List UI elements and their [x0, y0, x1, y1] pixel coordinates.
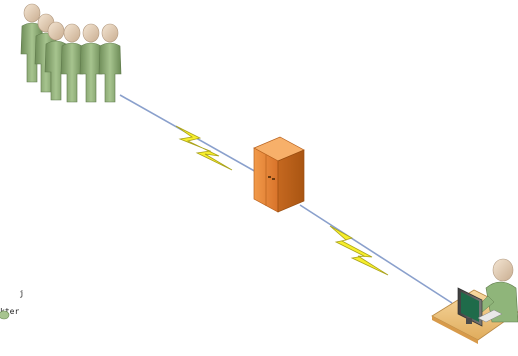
- edge-label-line2: kter: [0, 307, 20, 316]
- person-figure: [60, 23, 84, 103]
- user-at-computer-icon: [431, 258, 518, 344]
- edge-label: j kter: [0, 280, 24, 334]
- person-figure: [79, 23, 103, 103]
- edge-label-line1: j: [19, 289, 25, 298]
- lightning-bolt-icon: [175, 125, 233, 171]
- person-figure: [98, 23, 122, 103]
- link-group-to-server: [119, 94, 259, 174]
- lightning-bolt-icon: [329, 225, 389, 276]
- link-server-to-workstation: [299, 204, 453, 304]
- people-group-icon: [20, 3, 122, 103]
- server-cabinet-icon: [253, 136, 305, 213]
- small-node-icon: [0, 310, 10, 320]
- cable-line: [299, 204, 453, 304]
